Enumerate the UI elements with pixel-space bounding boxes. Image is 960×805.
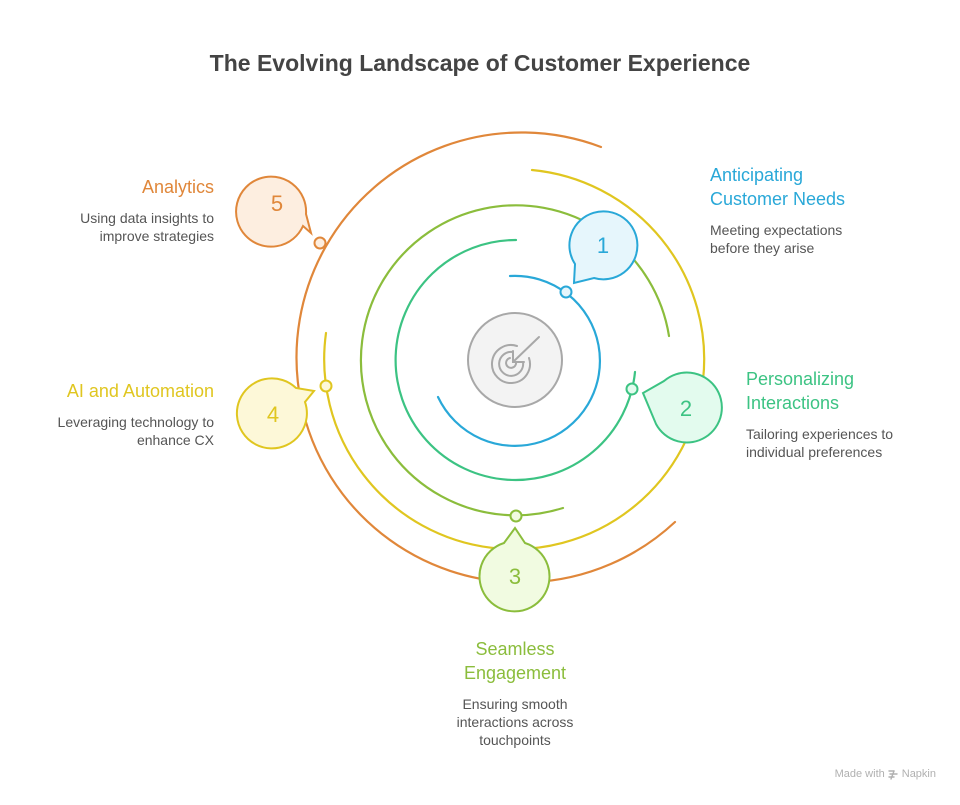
- step-1-desc-line2: before they arise: [710, 240, 815, 256]
- arc-step-4: [323, 168, 706, 551]
- bubble-step-2: [641, 371, 723, 444]
- footer-watermark: Made with Napkin: [835, 768, 936, 780]
- step-2-desc-line1: Tailoring experiences to: [746, 426, 894, 442]
- step-2-heading-line2: Interactions: [746, 393, 840, 413]
- step-2-heading-line1: Personalizing: [746, 369, 855, 389]
- page-title: The Evolving Landscape of Customer Exper…: [209, 50, 751, 76]
- bubble-step-5: [235, 175, 313, 248]
- node-step-4: [319, 379, 333, 393]
- target-arrow-icon: [491, 336, 540, 384]
- step-number-5: 5: [271, 191, 283, 216]
- step-1-heading-line2: Customer Needs: [710, 189, 846, 209]
- step-5-label: Analytics Using data insights to improve…: [0, 175, 214, 245]
- step-4-description: Leveraging technology to enhance CX: [0, 413, 214, 449]
- step-number-3: 3: [509, 564, 521, 589]
- step-3-desc-line2: interactions across: [456, 714, 574, 730]
- step-1-heading-line1: Anticipating: [710, 165, 804, 185]
- step-1-label: Anticipating Customer Needs Meeting expe…: [710, 163, 845, 257]
- step-3-heading-line2: Engagement: [463, 663, 567, 683]
- step-1-desc-line1: Meeting expectations: [710, 222, 843, 238]
- step-number-1: 1: [597, 233, 609, 258]
- napkin-brand-text: Napkin: [901, 768, 936, 780]
- arc-step-2: [394, 238, 637, 482]
- step-3-label: Seamless Engagement Ensuring smooth inte…: [415, 637, 615, 749]
- step-3-heading-line1: Seamless: [475, 639, 555, 659]
- node-step-5: [313, 236, 327, 250]
- step-3-heading: Seamless Engagement: [415, 637, 615, 685]
- step-2-heading: Personalizing Interactions: [746, 367, 893, 415]
- step-5-description: Using data insights to improve strategie…: [0, 209, 214, 245]
- step-2-desc-line2: individual preferences: [746, 444, 883, 460]
- step-5-desc-line2: improve strategies: [99, 228, 214, 244]
- node-step-2: [625, 382, 639, 396]
- bubble-step-1: [568, 210, 639, 285]
- node-step-1: [559, 285, 573, 299]
- step-2-description: Tailoring experiences to individual pref…: [746, 425, 893, 461]
- made-with-text: Made with: [834, 768, 885, 780]
- step-5-heading: Analytics: [141, 177, 214, 197]
- step-4-label: AI and Automation Leveraging technology …: [0, 379, 214, 449]
- step-1-heading: Anticipating Customer Needs: [710, 163, 845, 211]
- step-4-desc-line1: Leveraging technology to: [57, 414, 214, 430]
- step-3-desc-line3: touchpoints: [479, 732, 551, 748]
- step-number-4: 4: [267, 402, 279, 427]
- bubble-step-4: [235, 377, 316, 450]
- step-2-label: Personalizing Interactions Tailoring exp…: [746, 367, 893, 461]
- napkin-logo-icon: [888, 769, 898, 780]
- step-3-desc-line1: Ensuring smooth: [462, 696, 568, 712]
- step-3-description: Ensuring smooth interactions across touc…: [415, 695, 615, 749]
- bubble-step-3: [478, 526, 551, 613]
- step-1-description: Meeting expectations before they arise: [710, 221, 845, 257]
- step-4-heading: AI and Automation: [66, 381, 214, 401]
- step-5-desc-line1: Using data insights to: [80, 210, 214, 226]
- step-number-2: 2: [680, 396, 692, 421]
- node-step-3: [509, 509, 523, 523]
- step-4-desc-line2: enhance CX: [136, 432, 214, 448]
